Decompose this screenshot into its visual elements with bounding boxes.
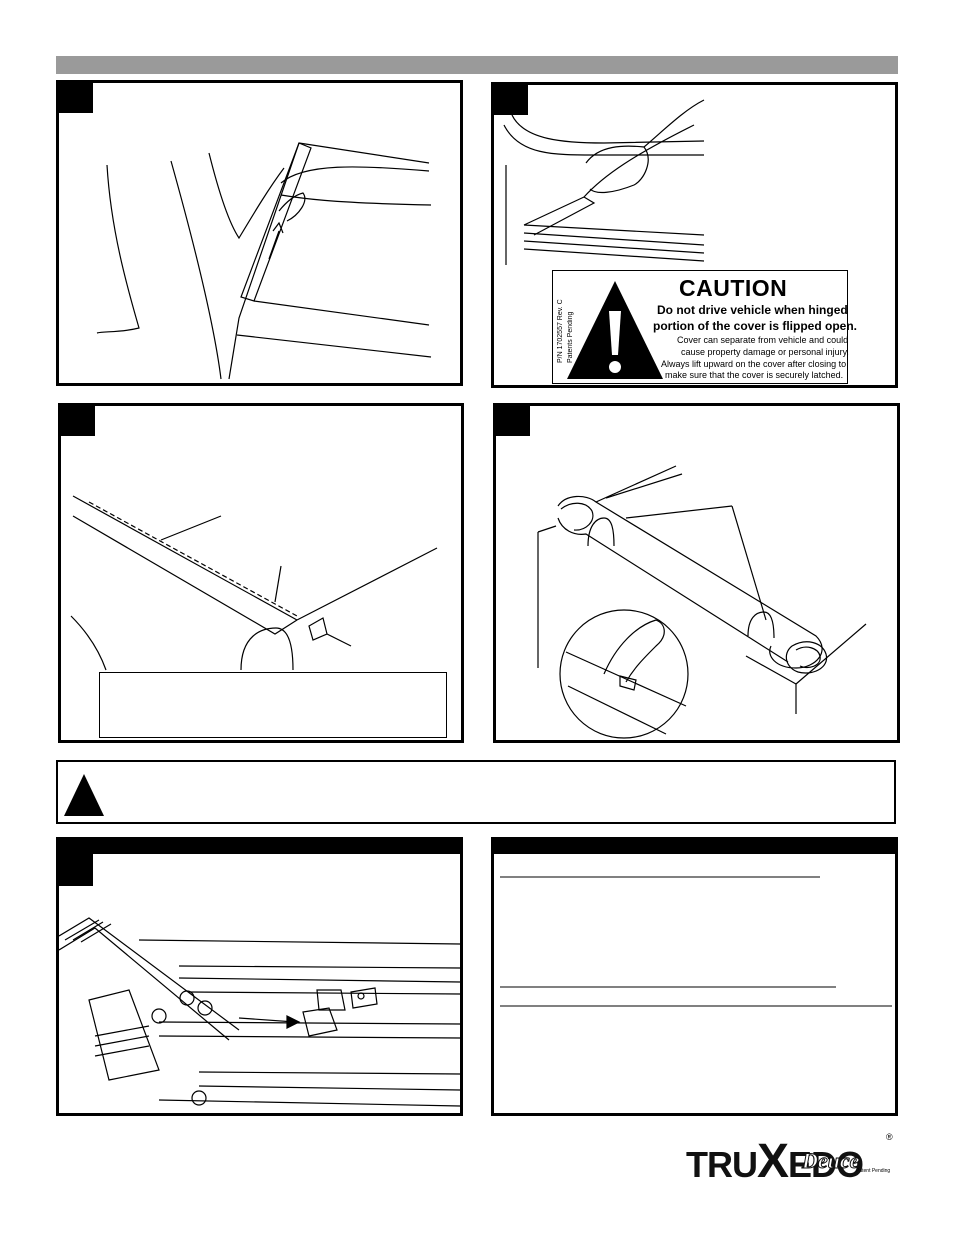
step-panel-6 bbox=[491, 837, 898, 1116]
brand-x: X bbox=[757, 1135, 789, 1188]
warning-triangle-icon bbox=[64, 774, 104, 816]
truxedo-logo: TRUXEDO Deuce ® Patent Pending bbox=[686, 1130, 898, 1188]
caution-title: CAUTION bbox=[679, 275, 788, 301]
step-panel-3 bbox=[58, 403, 464, 743]
caution-line-6: make sure that the cover is securely lat… bbox=[665, 370, 844, 380]
header-bar bbox=[56, 56, 898, 74]
caution-line-4: cause property damage or personal injury… bbox=[681, 347, 849, 357]
model-name: Deuce bbox=[801, 1148, 860, 1174]
illustration-rail-seal bbox=[70, 495, 438, 671]
warning-bar bbox=[56, 760, 896, 824]
panel-header bbox=[59, 840, 460, 854]
step-number-box bbox=[494, 85, 528, 115]
note-box bbox=[99, 672, 447, 738]
caution-line-5: Always lift upward on the cover after cl… bbox=[661, 359, 847, 369]
text-rules bbox=[500, 876, 892, 1007]
logo-patent-note: Patent Pending bbox=[856, 1168, 891, 1174]
step-number-box bbox=[59, 83, 93, 113]
patent-note: Patents Pending bbox=[567, 311, 574, 363]
brand-wordmark: TRUXEDO bbox=[686, 1134, 864, 1189]
step-number-box bbox=[496, 406, 530, 436]
caution-line-3: Cover can separate from vehicle and coul… bbox=[677, 335, 849, 345]
panel-header bbox=[494, 840, 895, 854]
step-number-box bbox=[59, 840, 93, 886]
registered-mark: ® bbox=[886, 1132, 893, 1142]
step-panel-1 bbox=[56, 80, 463, 386]
caution-line-1: Do not drive vehicle when hinged bbox=[657, 303, 848, 317]
illustration-latch bbox=[59, 917, 460, 1107]
patent-text: Patents Pending bbox=[567, 283, 581, 363]
step-panel-4 bbox=[493, 403, 900, 743]
step-number-box bbox=[61, 406, 95, 436]
brand-suffix: EDO bbox=[788, 1144, 864, 1185]
brand-prefix: TRU bbox=[686, 1144, 758, 1185]
illustration-lift-cover bbox=[96, 142, 432, 380]
exclamation-triangle-icon bbox=[567, 281, 663, 379]
step-panel-5 bbox=[56, 837, 463, 1116]
caution-label: P/N 1702557 Rev. C Patents Pending CAUTI… bbox=[552, 270, 857, 384]
caution-line-2: portion of the cover is flipped open. bbox=[653, 319, 858, 333]
illustration-flip-cover bbox=[503, 99, 705, 265]
step-panel-2: P/N 1702557 Rev. C Patents Pending CAUTI… bbox=[491, 82, 898, 388]
illustration-rolled-cover bbox=[537, 465, 867, 739]
part-number: P/N 1702557 Rev. C bbox=[557, 299, 564, 363]
